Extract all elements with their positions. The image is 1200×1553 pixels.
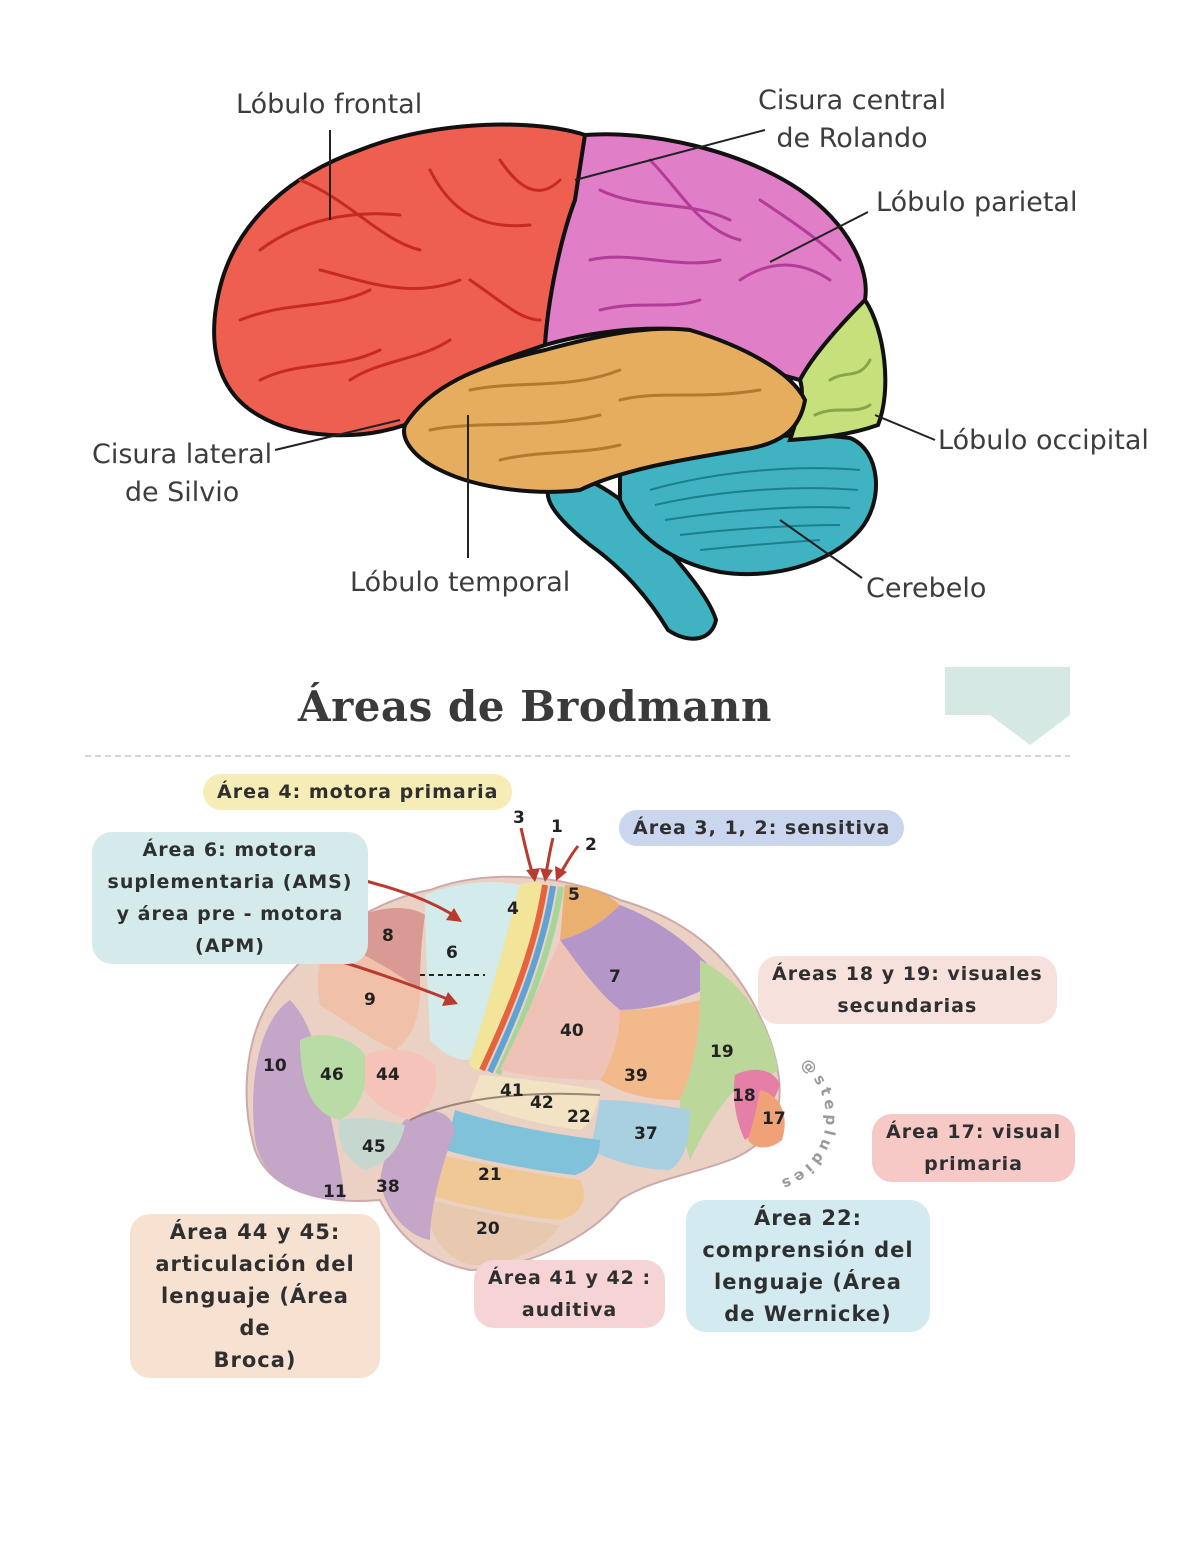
- region-44: [365, 1049, 437, 1120]
- region-1-stripe: [487, 885, 556, 1074]
- area-number: 46: [320, 1065, 344, 1085]
- area-number: 9: [364, 990, 376, 1010]
- temporal-lobe-label: Lóbulo temporal: [350, 567, 571, 598]
- callout-area-4: Área 4: motora primaria: [203, 774, 513, 810]
- area-number: 7: [609, 967, 621, 987]
- brodmann-title: Áreas de Brodmann: [298, 682, 772, 731]
- area-number: 20: [476, 1219, 500, 1239]
- region-10-11: [253, 1000, 345, 1200]
- region-40: [500, 940, 620, 1080]
- area-number: 17: [762, 1109, 786, 1129]
- region-41-42: [470, 1075, 600, 1130]
- temporal-lobe-shape: [402, 326, 808, 494]
- moon-decoration: [1047, 1290, 1065, 1326]
- area-number: 6: [446, 943, 458, 963]
- region-39: [600, 1000, 700, 1100]
- brodmann-brain-illustration: 3 1 2 4 5 6 7 8 9 10 11 17 18 19 20 21 2…: [245, 808, 1065, 1326]
- frontal-lobe-label: Lóbulo frontal: [236, 89, 423, 120]
- region-9: [317, 940, 420, 1050]
- occipital-lobe-shape: [787, 296, 888, 443]
- callout-area-17: Área 17: visual primaria: [872, 1114, 1076, 1182]
- area-number: 8: [382, 926, 394, 946]
- occipital-gyri: [813, 358, 872, 417]
- region-18: [733, 1069, 780, 1140]
- area-number: 4: [507, 899, 519, 919]
- region-5: [560, 885, 620, 940]
- area-number: 39: [624, 1066, 648, 1086]
- region-45: [338, 1117, 405, 1170]
- region-7: [560, 905, 720, 1010]
- callout-area-3-1-2: Área 3, 1, 2: sensitiva: [619, 810, 905, 846]
- cerebellum-label: Cerebelo: [866, 573, 987, 604]
- region-4: [469, 881, 545, 1070]
- region-20: [429, 1200, 560, 1265]
- parietal-gyri: [588, 158, 842, 312]
- area-number: 42: [530, 1093, 554, 1113]
- callout-area-22: Área 22: comprensión del lenguaje (Área …: [686, 1200, 930, 1332]
- region-2-stripe: [495, 886, 564, 1076]
- region-46: [300, 1035, 367, 1120]
- area-number: 19: [710, 1042, 734, 1062]
- area-number: 18: [732, 1086, 756, 1106]
- region-38: [380, 1111, 455, 1240]
- area-number: 41: [500, 1081, 524, 1101]
- area-number: 11: [323, 1182, 347, 1202]
- header-ribbon-decoration: [945, 667, 1070, 745]
- arrow-area-6-upper: [361, 878, 459, 920]
- region-21: [430, 1155, 584, 1220]
- arrow-area-3: [519, 827, 535, 876]
- callout-areas-18-19: Áreas 18 y 19: visuales secundarias: [758, 956, 1057, 1024]
- area-number: 44: [376, 1065, 400, 1085]
- region-3-stripe: [479, 884, 548, 1072]
- region-37: [590, 1100, 690, 1170]
- parietal-lobe-label: Lóbulo parietal: [876, 187, 1078, 218]
- callout-area-6: Área 6: motora suplementaria (AMS) y áre…: [92, 832, 368, 964]
- callout-area-44-45: Área 44 y 45: articulación del lenguaje …: [130, 1214, 380, 1378]
- area-number: 2: [585, 835, 597, 855]
- area-number: 22: [567, 1107, 591, 1127]
- area-number: 5: [568, 885, 580, 905]
- frontal-gyri: [238, 158, 562, 382]
- lateral-sulcus-label: Cisura lateral de Silvio: [92, 439, 273, 508]
- central-sulcus-label: Cisura central de Rolando: [758, 85, 947, 154]
- area-number: 40: [560, 1021, 584, 1041]
- region-17: [748, 1090, 785, 1148]
- area-number: 3: [513, 808, 525, 828]
- area-number: 37: [634, 1124, 658, 1144]
- occipital-lobe-label: Lóbulo occipital: [938, 425, 1149, 456]
- area-number: 21: [478, 1165, 502, 1185]
- region-6: [425, 882, 520, 1060]
- area-number-labels: 3 1 2 4 5 6 7 8 9 10 11 17 18 19 20 21 2…: [263, 808, 786, 1239]
- lobes-leader-lines: [274, 129, 936, 579]
- temporal-gyri: [428, 368, 762, 462]
- arrow-area-2: [558, 845, 580, 875]
- region-19: [680, 960, 778, 1160]
- arrow-area-1: [544, 837, 555, 875]
- cerebellum-folia: [649, 467, 861, 551]
- sylvian-fissure: [409, 1092, 601, 1121]
- area-number: 1: [551, 817, 563, 837]
- area-number: 45: [362, 1137, 386, 1157]
- area-number: 38: [376, 1177, 400, 1197]
- dashed-divider: [85, 755, 1070, 757]
- lobes-brain-illustration: [212, 122, 936, 641]
- callout-area-41-42: Área 41 y 42 : auditiva: [474, 1260, 666, 1328]
- region-22: [445, 1110, 600, 1175]
- area-number: 10: [263, 1056, 287, 1076]
